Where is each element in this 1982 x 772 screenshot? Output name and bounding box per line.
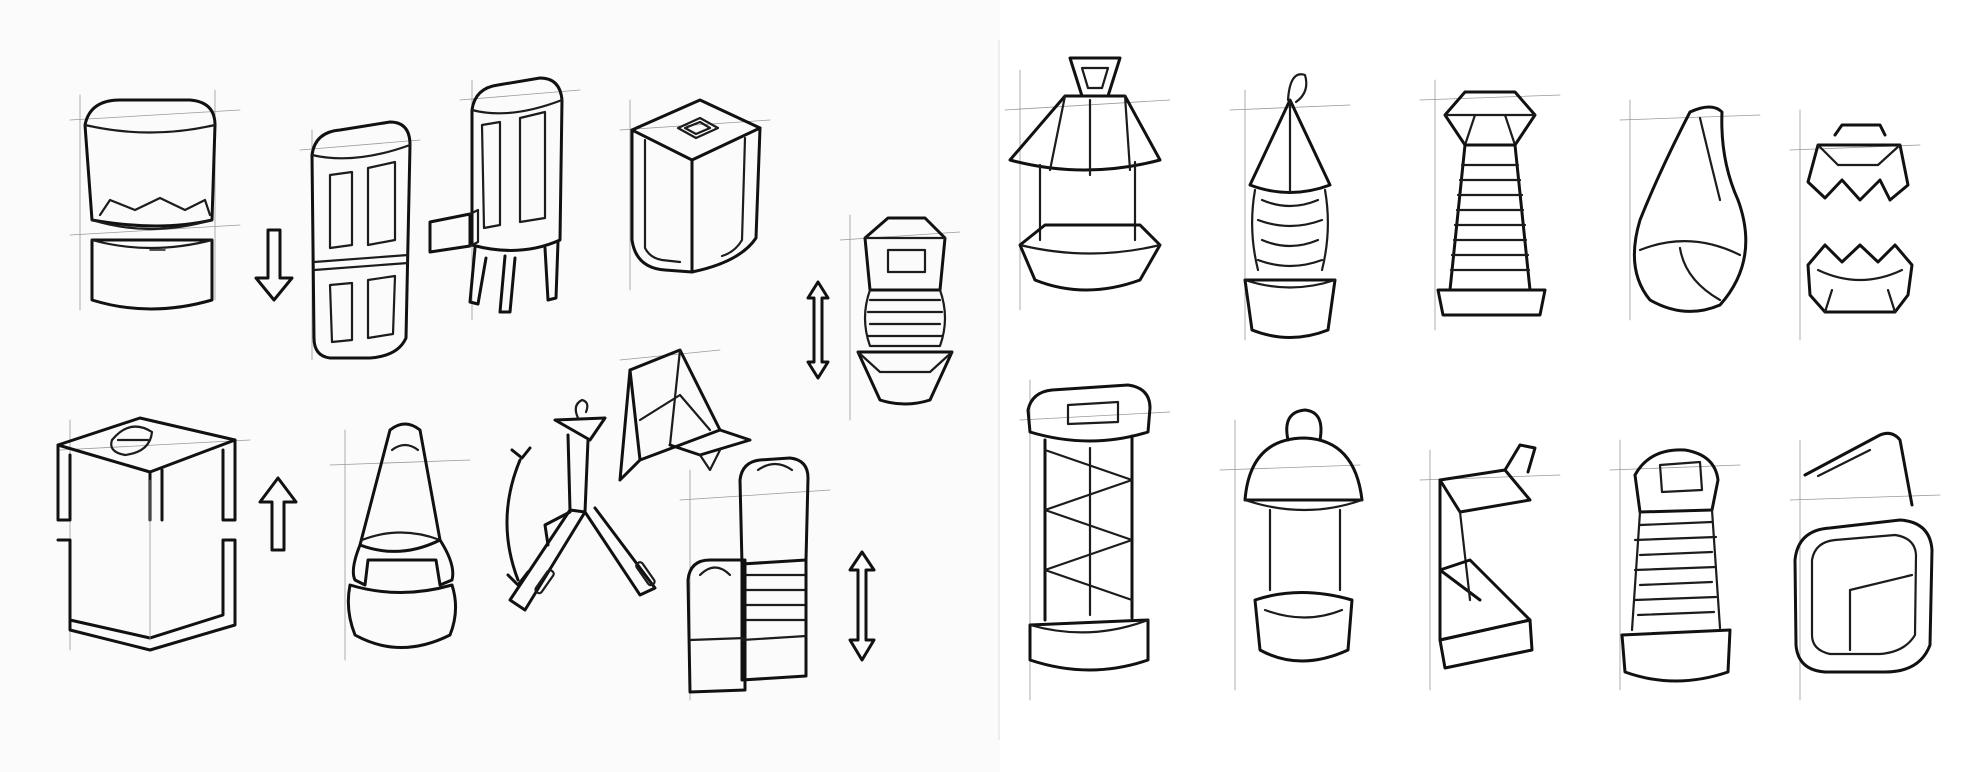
pagoda-hanging-lantern [1004, 56, 1171, 311]
ribbed-cone-lantern [1229, 73, 1351, 341]
up-arrow-icon [258, 476, 298, 552]
capsule-bulb-lantern [1219, 408, 1364, 691]
rounded-tower-lantern [299, 120, 421, 361]
double-arrow-icon-2 [848, 550, 876, 662]
teardrop-vase-lantern [1619, 99, 1761, 321]
square-lantern-split [69, 89, 241, 311]
pyramid-cap-lantern [618, 348, 752, 482]
hook-top-cube-lantern [1789, 431, 1941, 701]
curved-arrow-icon [505, 446, 532, 587]
right-sketch-page [1000, 0, 1982, 772]
down-arrow-icon [254, 228, 294, 302]
page-seam [998, 40, 1000, 740]
split-crown-lantern [1789, 109, 1921, 341]
gem-top-ribbed-tower [1419, 79, 1561, 331]
twin-block-lantern [679, 456, 831, 701]
triangle-lattice-column [1019, 379, 1171, 701]
folding-tripod-lantern [508, 398, 657, 612]
stacked-ring-lantern [839, 214, 961, 421]
ribbed-tower-with-cap [1609, 439, 1741, 691]
dome-bell-lantern [329, 422, 471, 661]
double-arrow-icon [806, 280, 830, 380]
frame-cage-lantern [56, 416, 251, 652]
side-handle-stand-lantern [428, 76, 581, 321]
cube-corner-post-lantern [619, 98, 771, 291]
folded-prism-lantern [1419, 443, 1561, 691]
